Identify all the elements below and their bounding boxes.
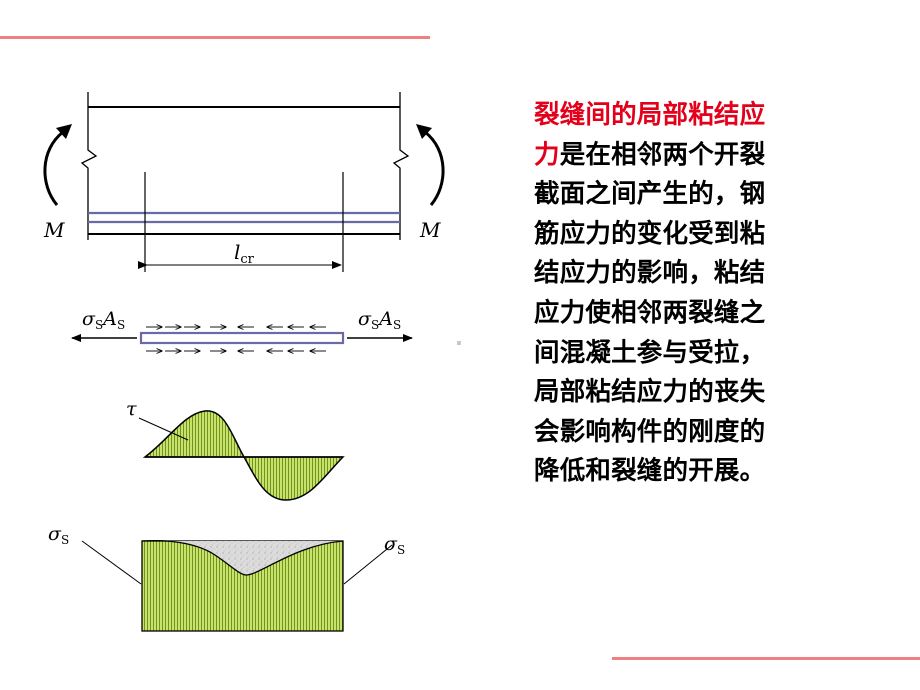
steel-stress-label-left: σS bbox=[48, 523, 69, 547]
text-line: 结应力的影响，粘结 bbox=[534, 258, 766, 289]
crack-spacing-label: lcr bbox=[234, 240, 255, 267]
top-divider bbox=[0, 36, 430, 39]
slide-marker bbox=[457, 341, 461, 345]
force-label-left: σSAS bbox=[82, 308, 125, 332]
text-line: 间混凝土参与受拉， bbox=[534, 337, 766, 368]
moment-right: M bbox=[416, 124, 445, 242]
text-line: 裂缝间的局部粘结应 bbox=[534, 100, 766, 130]
text-line: 截面之间产生的，钢 bbox=[534, 179, 766, 210]
text-line: 力是在相邻两个开裂 bbox=[534, 136, 824, 176]
moment-arrow-left bbox=[43, 130, 64, 206]
moment-arrow-right bbox=[424, 130, 445, 206]
steel-stress-leader-left bbox=[81, 540, 142, 585]
steel-stress-label-right: σS bbox=[384, 533, 405, 557]
force-label-right: σSAS bbox=[358, 308, 401, 332]
bond-stress-diagram: lcr M M σSAS σSAS τ σS σS bbox=[43, 92, 461, 632]
rebar bbox=[88, 211, 400, 224]
bond-stress-leader bbox=[138, 417, 189, 441]
concrete-tension-region bbox=[142, 540, 343, 575]
text-highlight: 力 bbox=[534, 139, 560, 170]
bar-free-body: σSAS σSAS bbox=[71, 308, 461, 351]
steel-stress-leader-right bbox=[343, 544, 393, 585]
text-line: 降低和裂缝的开展。 bbox=[534, 456, 766, 487]
steel-stress-curve bbox=[141, 539, 344, 576]
moment-label-right: M bbox=[419, 218, 441, 242]
bottom-divider bbox=[612, 657, 920, 660]
beam-left-break bbox=[80, 92, 98, 240]
moment-label-left: M bbox=[43, 218, 65, 242]
description-text: 裂缝间的局部粘结应 力是在相邻两个开裂 截面之间产生的，钢 筋应力的变化受到粘 … bbox=[534, 96, 824, 492]
beam-right-break bbox=[392, 92, 410, 240]
text-line: 应力使相邻两裂缝之 bbox=[534, 297, 766, 328]
text-line: 局部粘结应力的丧失 bbox=[534, 377, 766, 408]
bond-stress-curve bbox=[142, 410, 345, 501]
bond-stress-label: τ bbox=[126, 398, 137, 420]
moment-left: M bbox=[43, 124, 72, 242]
text-segment: 是在相邻两个开裂 bbox=[559, 139, 766, 170]
text-line: 筋应力的变化受到粘 bbox=[534, 218, 766, 249]
bar-segment bbox=[139, 331, 345, 345]
beam: lcr bbox=[80, 92, 410, 272]
bond-stress-distribution: τ bbox=[126, 398, 345, 501]
steel-stress-distribution: σS σS bbox=[48, 523, 405, 632]
text-line: 会影响构件的刚度的 bbox=[534, 416, 766, 447]
